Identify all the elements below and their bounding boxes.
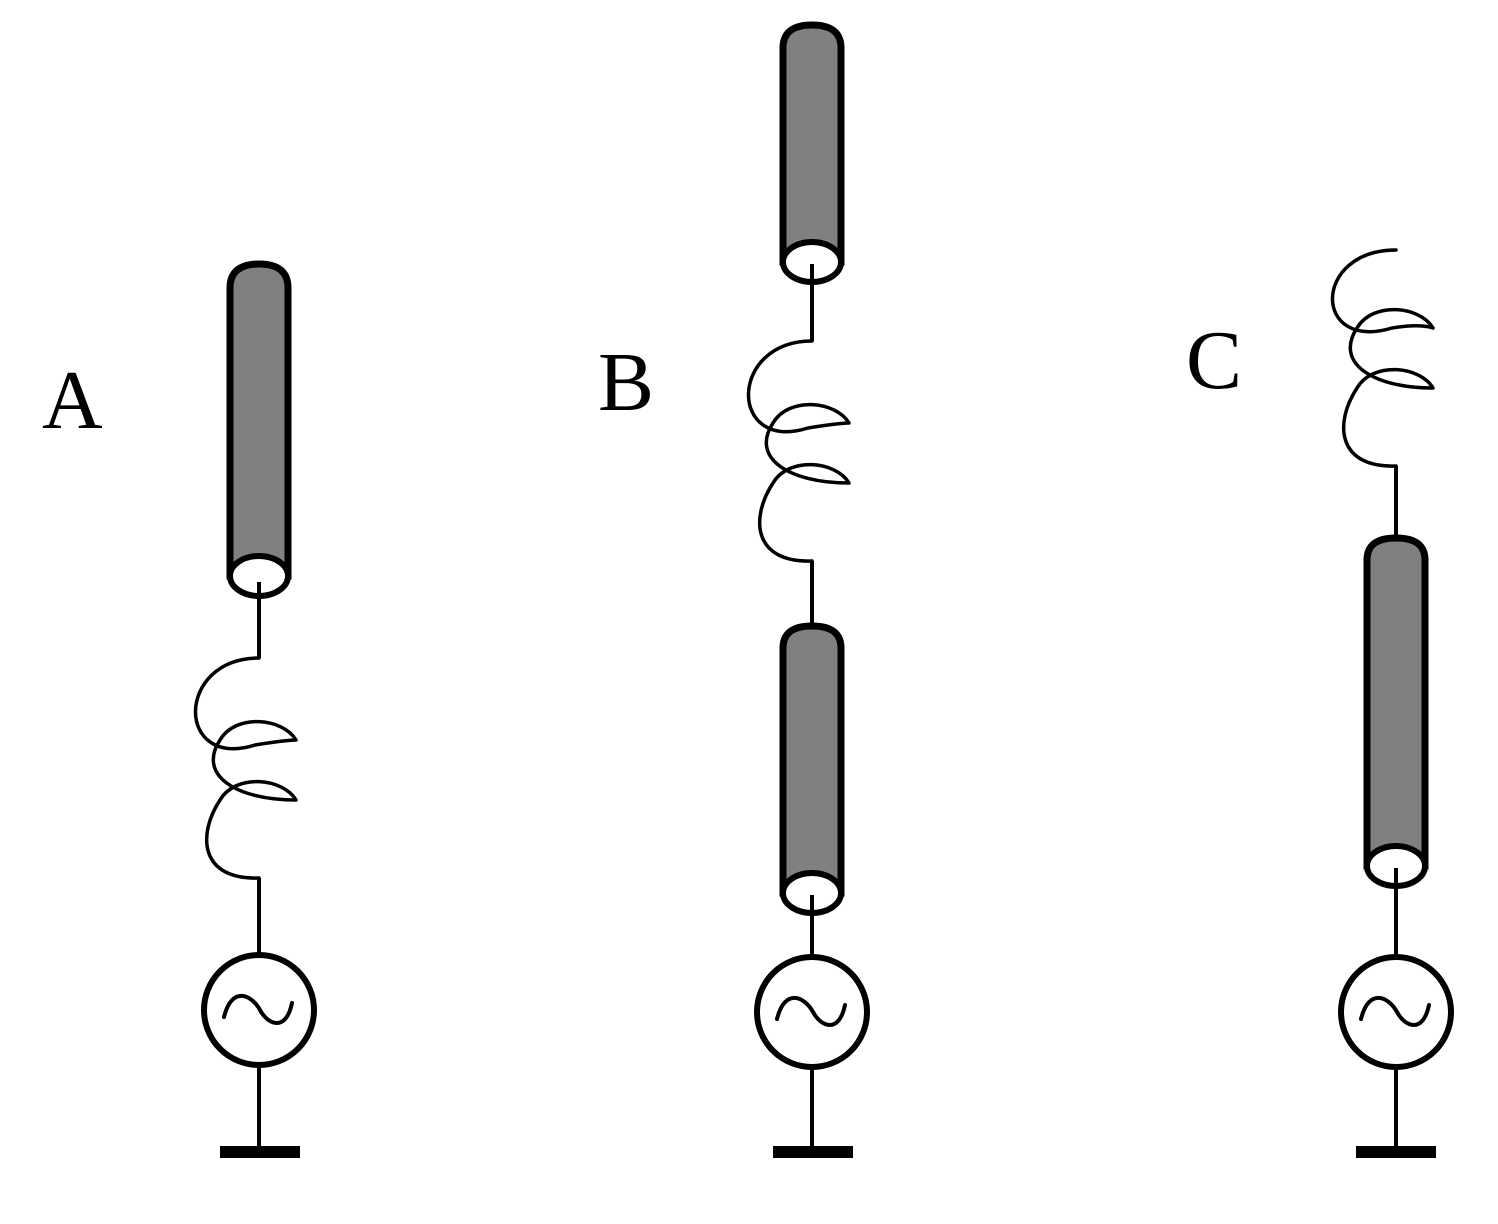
- circuit-a-label: A: [42, 354, 103, 447]
- circuit-b-ac-source: [754, 954, 870, 1070]
- circuit-c-coil: [1330, 248, 1435, 468]
- circuit-a-ac-source: [201, 952, 317, 1068]
- circuit-c-ac-source: [1338, 954, 1454, 1070]
- circuit-b-cylinder-top: [779, 21, 845, 285]
- circuit-a: A: [42, 260, 317, 1158]
- circuit-c-cylinder: [1363, 534, 1429, 889]
- circuit-a-cylinder: [226, 260, 292, 599]
- circuit-a-coil: [193, 656, 298, 880]
- circuit-c: C: [1186, 248, 1454, 1158]
- circuit-b-coil: [746, 339, 851, 563]
- circuit-b-ground: [773, 1146, 853, 1158]
- circuit-a-ground: [220, 1146, 300, 1158]
- circuit-b: B: [598, 21, 870, 1158]
- circuit-b-label: B: [598, 336, 654, 429]
- circuit-c-label: C: [1186, 314, 1242, 407]
- circuit-b-cylinder-bottom: [779, 622, 845, 916]
- circuit-c-ground: [1356, 1146, 1436, 1158]
